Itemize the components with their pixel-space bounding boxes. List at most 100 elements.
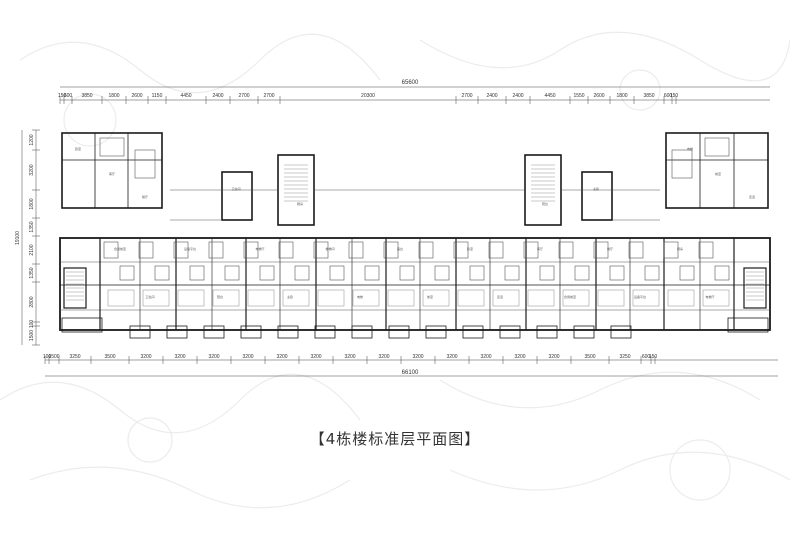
dim-label-bottom-0: 100 — [43, 354, 52, 360]
dim-label-bottom-1: 1500 — [48, 354, 59, 360]
balcony — [129, 325, 151, 339]
kitchen-block — [434, 265, 450, 281]
bedroom-block — [702, 289, 730, 307]
dim-label-left-6: 2800 — [29, 296, 35, 307]
room-label: 设备平台 — [634, 294, 646, 299]
dim-label-bottom-7: 3200 — [242, 354, 253, 360]
bathroom-block — [593, 241, 609, 259]
dim-label-top-1: 600 — [64, 93, 73, 99]
dim-label-top-13: 2400 — [512, 93, 523, 99]
dim-label-bottom-13: 3200 — [446, 354, 457, 360]
dim-label-bottom-8: 3200 — [276, 354, 287, 360]
dim-label-top-3: 1800 — [108, 93, 119, 99]
dim-label-bottom-3: 3500 — [104, 354, 115, 360]
kitchen-block — [259, 265, 275, 281]
room-label: 电梯厅 — [255, 246, 264, 251]
room-label: 客厅 — [109, 171, 115, 176]
dim-label-left-1: 3200 — [29, 164, 35, 175]
bedroom-block — [317, 289, 345, 307]
room-label: 客厅 — [537, 246, 543, 251]
room-label: 露台 — [397, 246, 403, 251]
bedroom-block — [667, 289, 695, 307]
dim-label-top-11: 2700 — [461, 93, 472, 99]
room-label: 设备平台 — [184, 246, 196, 251]
dim-label-top-19: 600 — [664, 93, 673, 99]
room-label: 走道 — [497, 294, 503, 299]
dim-label-bottom-14: 3200 — [480, 354, 491, 360]
stair-core-right — [524, 154, 562, 226]
dim-label-top-15: 1550 — [573, 93, 584, 99]
dim-label-bottom-17: 3500 — [584, 354, 595, 360]
dim-label-total-left: 19100 — [15, 231, 21, 245]
balcony — [462, 325, 484, 339]
dim-label-bottom-4: 3200 — [140, 354, 151, 360]
room-label: 厨房 — [297, 201, 303, 206]
end-stair-left — [63, 267, 87, 309]
room-label: 楼梯间 — [325, 246, 334, 251]
building-walls — [59, 132, 771, 339]
room-label: 走道 — [749, 194, 755, 199]
bathroom-block — [173, 241, 189, 259]
bathroom-block — [663, 241, 679, 259]
dim-label-top-0: 150 — [58, 93, 67, 99]
room-block — [99, 137, 125, 157]
kitchen-block — [154, 265, 170, 281]
end-stair-right — [743, 267, 767, 309]
bathroom-block — [313, 241, 329, 259]
room-label: 电梯 — [687, 146, 693, 151]
balcony — [314, 325, 336, 339]
dim-label-left-5: 1350 — [29, 267, 35, 278]
dim-label-top-2: 3850 — [81, 93, 92, 99]
dim-label-bottom-11: 3200 — [378, 354, 389, 360]
dim-label-bottom-12: 3200 — [412, 354, 423, 360]
dim-label-bottom-16: 3200 — [548, 354, 559, 360]
main-bar-outline — [59, 237, 771, 331]
bedroom-block — [632, 289, 660, 307]
dim-label-top-16: 2600 — [593, 93, 604, 99]
dim-label-left-4: 2100 — [29, 244, 35, 255]
dim-label-total-top: 65600 — [402, 80, 419, 86]
room-block — [704, 137, 730, 157]
room-label: 阳台 — [542, 201, 548, 206]
dim-label-top-18: 3850 — [643, 93, 654, 99]
bathroom-block — [383, 241, 399, 259]
kitchen-block — [399, 265, 415, 281]
kitchen-block — [294, 265, 310, 281]
elevator-left — [221, 171, 253, 221]
left-wing-upper — [61, 132, 163, 209]
dim-label-top-20: 150 — [670, 93, 679, 99]
dim-label-left-0: 1200 — [29, 134, 35, 145]
bedroom-block — [352, 289, 380, 307]
room-label: 餐厅 — [607, 246, 613, 251]
kitchen-block — [644, 265, 660, 281]
bathroom-block — [698, 241, 714, 259]
room-labels: 卧室客厅餐厅厨房卫生间阳台主卧电梯前室走道合用前室设备平台电梯厅楼梯间露台卧室客… — [75, 146, 755, 299]
kitchen-block — [119, 265, 135, 281]
bedroom-block — [387, 289, 415, 307]
bedroom-block — [212, 289, 240, 307]
room-label: 合用前室 — [114, 246, 126, 251]
bedroom-block — [282, 289, 310, 307]
room-label: 卧室 — [467, 246, 473, 251]
bathroom-block — [558, 241, 574, 259]
dim-label-top-9: 2700 — [263, 93, 274, 99]
balcony — [166, 325, 188, 339]
bathroom-block — [628, 241, 644, 259]
dim-label-top-7: 2400 — [212, 93, 223, 99]
right-wing-upper — [665, 132, 769, 209]
bathroom-block — [103, 241, 119, 259]
bathroom-block — [418, 241, 434, 259]
balcony — [610, 325, 632, 339]
balcony — [536, 325, 558, 339]
dim-label-bottom-9: 3200 — [310, 354, 321, 360]
stair-core-left — [277, 154, 315, 226]
kitchen-block — [679, 265, 695, 281]
dim-label-bottom-10: 3200 — [344, 354, 355, 360]
kitchen-block — [504, 265, 520, 281]
bedroom-block — [527, 289, 555, 307]
bathroom-block — [208, 241, 224, 259]
room-label: 卧室 — [75, 146, 81, 151]
